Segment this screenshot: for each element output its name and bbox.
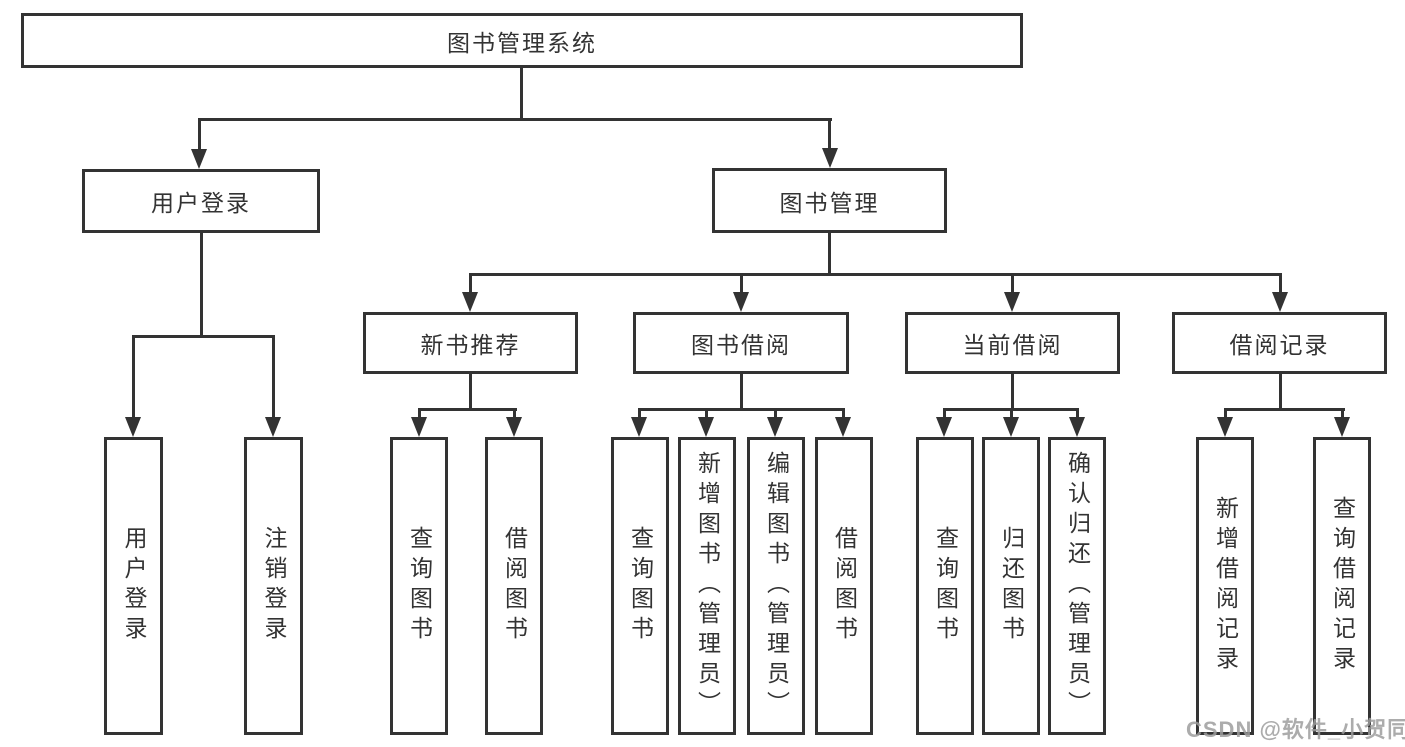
connector-line [828, 233, 831, 276]
connector-line [1224, 408, 1345, 411]
node-user-login-label: 用户登录 [151, 190, 251, 216]
node-current-borrow-label: 当前借阅 [962, 332, 1063, 358]
arrow-down-icon [631, 417, 647, 437]
arrow-down-icon [1272, 292, 1288, 312]
connector-line [842, 408, 845, 421]
node-book-borrow-label: 图书借阅 [691, 332, 791, 358]
leaf-query-book-3: 查询图书 [916, 437, 974, 735]
csdn-watermark: CSDN @软件_小贺同学 [1186, 717, 1405, 742]
connector-line [198, 118, 201, 153]
node-new-book-recommend-label: 新书推荐 [420, 332, 521, 358]
leaf-logout: 注销登录 [244, 437, 303, 735]
arrow-down-icon [125, 417, 141, 437]
arrow-down-icon [1069, 417, 1085, 437]
arrow-down-icon [1004, 292, 1020, 312]
leaf-label: 查询图书 [932, 526, 959, 646]
connector-line [740, 374, 743, 411]
connector-line [774, 408, 777, 421]
leaf-label: 新增图书（管理员） [694, 451, 721, 721]
node-borrow-record: 借阅记录 [1172, 312, 1387, 374]
node-new-book-recommend: 新书推荐 [363, 312, 578, 374]
node-book-management: 图书管理 [712, 168, 947, 233]
node-root: 图书管理系统 [21, 13, 1023, 68]
connector-line [469, 273, 1282, 276]
node-book-borrow: 图书借阅 [633, 312, 849, 374]
leaf-label: 查询图书 [406, 526, 433, 646]
connector-line [418, 408, 517, 411]
connector-line [1341, 408, 1344, 421]
connector-line [1011, 273, 1014, 297]
leaf-query-book-2: 查询图书 [611, 437, 669, 735]
connector-line [638, 408, 641, 421]
connector-line [1224, 408, 1227, 421]
leaf-add-book-admin: 新增图书（管理员） [678, 437, 736, 735]
node-user-login: 用户登录 [82, 169, 320, 233]
leaf-borrow-book-2: 借阅图书 [815, 437, 873, 735]
leaf-edit-book-admin: 编辑图书（管理员） [747, 437, 805, 735]
node-current-borrow: 当前借阅 [905, 312, 1120, 374]
leaf-query-book-1: 查询图书 [390, 437, 448, 735]
leaf-label: 确认归还（管理员） [1064, 451, 1091, 721]
arrow-down-icon [506, 417, 522, 437]
connector-line [469, 273, 472, 297]
connector-line [200, 233, 203, 337]
arrow-down-icon [265, 417, 281, 437]
connector-line [1279, 374, 1282, 411]
leaf-borrow-book-1: 借阅图书 [485, 437, 543, 735]
connector-line [132, 335, 135, 421]
node-root-label: 图书管理系统 [447, 29, 597, 56]
connector-line [638, 408, 845, 411]
arrow-down-icon [1003, 417, 1019, 437]
arrow-down-icon [835, 417, 851, 437]
node-book-management-label: 图书管理 [779, 189, 880, 216]
leaf-confirm-return-admin: 确认归还（管理员） [1048, 437, 1106, 735]
arrow-down-icon [411, 417, 427, 437]
arrow-down-icon [767, 417, 783, 437]
leaf-user-login: 用户登录 [104, 437, 163, 735]
arrow-down-icon [462, 292, 478, 312]
arrow-down-icon [698, 417, 714, 437]
arrow-down-icon [936, 417, 952, 437]
connector-line [705, 408, 708, 421]
leaf-label: 注销登录 [261, 526, 287, 646]
leaf-query-borrow-record: 查询借阅记录 [1313, 437, 1371, 735]
leaf-return-book: 归还图书 [982, 437, 1040, 735]
connector-line [513, 408, 516, 421]
leaf-label: 查询图书 [627, 526, 654, 646]
arrow-down-icon [1334, 417, 1350, 437]
leaf-label: 借阅图书 [501, 526, 528, 646]
connector-line [943, 408, 946, 421]
arrow-down-icon [822, 148, 838, 168]
connector-line [740, 273, 743, 297]
leaf-label: 归还图书 [998, 526, 1025, 646]
leaf-label: 查询借阅记录 [1329, 496, 1356, 676]
leaf-label: 用户登录 [121, 526, 147, 646]
connector-line [198, 118, 832, 121]
node-borrow-record-label: 借阅记录 [1229, 332, 1330, 358]
connector-line [1279, 273, 1282, 297]
leaf-label: 编辑图书（管理员） [763, 451, 790, 721]
arrow-down-icon [191, 149, 207, 169]
connector-line [1010, 408, 1013, 421]
leaf-label: 借阅图书 [831, 526, 858, 646]
connector-line [1076, 408, 1079, 421]
connector-line [272, 335, 275, 421]
connector-line [520, 68, 523, 121]
arrow-down-icon [1217, 417, 1233, 437]
connector-line [132, 335, 275, 338]
leaf-add-borrow-record: 新增借阅记录 [1196, 437, 1254, 735]
leaf-label: 新增借阅记录 [1212, 496, 1239, 676]
connector-line [1011, 374, 1014, 411]
connector-line [469, 374, 472, 411]
arrow-down-icon [733, 292, 749, 312]
connector-line [418, 408, 421, 421]
connector-line [828, 118, 831, 152]
